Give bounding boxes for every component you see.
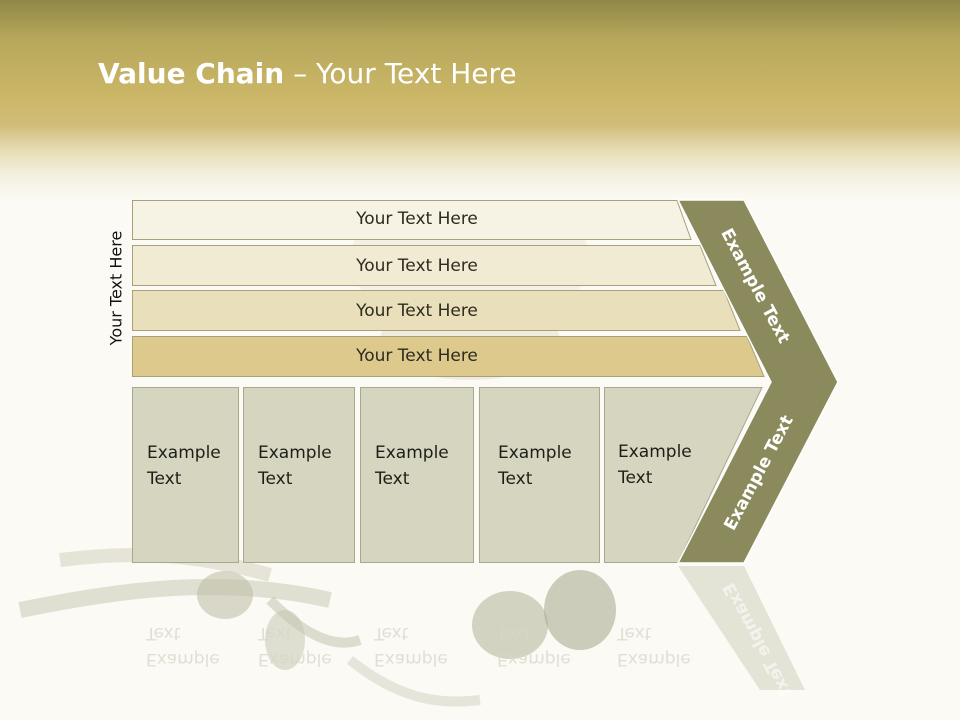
- header-band: [0, 0, 960, 200]
- band-2-label: Your Text Here: [356, 256, 478, 276]
- band-1-shape: [132, 200, 692, 240]
- box-3-line2: Text: [375, 469, 410, 489]
- band-2-shape: [132, 245, 717, 286]
- band-2: Your Text Here: [132, 245, 717, 286]
- band-3-label: Your Text Here: [356, 301, 478, 321]
- band-1: Your Text Here: [132, 200, 692, 240]
- title-bold: Value Chain: [98, 57, 285, 90]
- box-5-line2: Text: [618, 468, 653, 488]
- box-2-line2: Text: [258, 469, 293, 489]
- title-rest: – Your Text Here: [284, 57, 517, 90]
- box-4-line1: Example: [498, 443, 572, 463]
- band-3: Your Text Here: [132, 290, 742, 331]
- box-1-line2: Text: [147, 469, 182, 489]
- band-3-shape: [132, 290, 741, 331]
- band-1-label: Your Text Here: [356, 209, 478, 229]
- band-4: Your Text Here: [132, 336, 767, 377]
- box-4-line2: Text: [498, 469, 533, 489]
- slide-title: Value Chain – Your Text Here: [98, 54, 517, 94]
- band-4-label: Your Text Here: [356, 346, 478, 366]
- box-1-line1: Example: [147, 443, 221, 463]
- box-3-line1: Example: [375, 443, 449, 463]
- box-5-line1: Example: [618, 442, 692, 462]
- band-4-shape: [132, 336, 765, 377]
- box-2-line1: Example: [258, 443, 332, 463]
